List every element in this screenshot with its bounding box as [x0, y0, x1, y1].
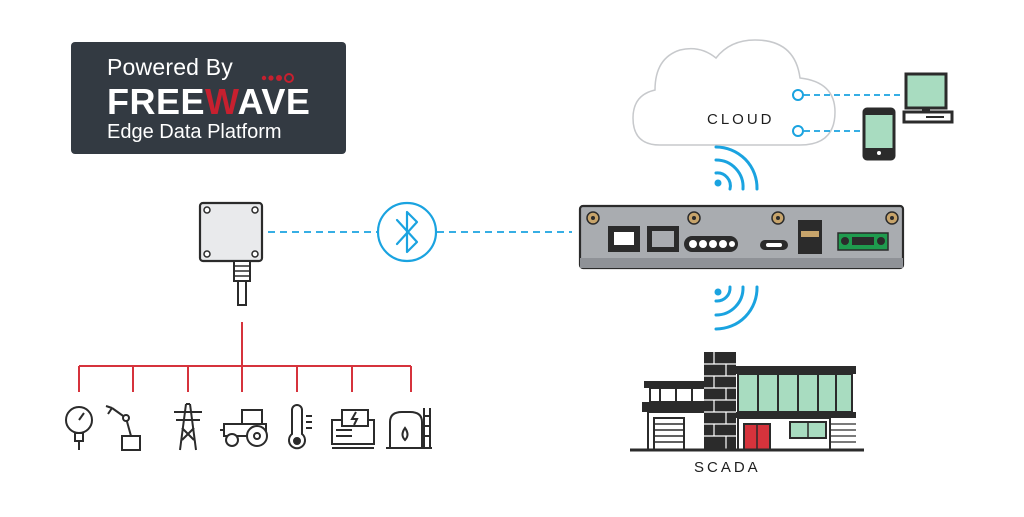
tractor-icon — [220, 409, 268, 447]
brand-accent: W — [205, 81, 238, 122]
brand-part-2: AVE — [237, 81, 311, 122]
brand-dots-icon — [261, 73, 294, 83]
thermometer-icon — [288, 404, 312, 450]
field-bus — [78, 322, 412, 392]
bluetooth-icon — [376, 201, 438, 263]
sensor-box-icon — [198, 201, 264, 306]
cloud-icon — [632, 39, 836, 146]
scada-label: SCADA — [694, 459, 761, 476]
edge-gateway-device — [578, 204, 905, 270]
generator-icon — [331, 409, 375, 449]
powered-by-badge: Powered By FREEWAVE Edge Data Platform — [71, 42, 346, 154]
gauge-icon — [65, 406, 93, 450]
badge-brand: FREEWAVE — [107, 82, 310, 122]
cloud-label: CLOUD — [707, 111, 775, 128]
badge-powered-by: Powered By — [107, 54, 234, 80]
scada-building-icon — [630, 352, 864, 452]
desktop-computer-icon — [902, 72, 954, 124]
badge-subtitle: Edge Data Platform — [107, 121, 282, 143]
cloud-links — [792, 89, 904, 137]
wireless-down-icon — [714, 285, 759, 331]
wireless-up-icon — [714, 145, 759, 191]
power-tower-icon — [174, 403, 202, 451]
robot-arm-icon — [105, 405, 141, 451]
smartphone-icon — [862, 107, 896, 161]
storage-tank-icon — [386, 408, 432, 449]
brand-part-1: FREE — [107, 81, 206, 122]
